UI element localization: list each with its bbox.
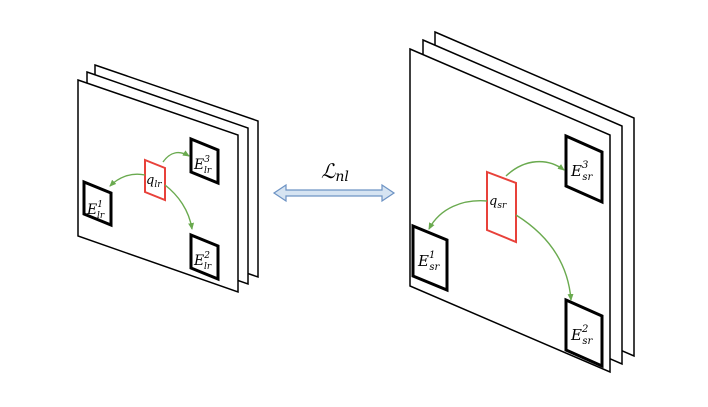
left-arrow-to-e1 [109,173,146,187]
right-query-box [486,170,517,244]
right-query-label: qsr [489,194,507,211]
right-box-e1 [411,223,449,293]
loss-label: ℒnl [321,159,349,185]
left-arrow-to-e3 [162,150,190,163]
left-query-box [144,158,166,202]
right-frame-front [409,47,611,374]
left-box-e1 [82,179,113,228]
right-box-e2 [564,297,604,369]
left-arrow-to-e2 [164,184,195,230]
right-arrow-to-e2 [515,214,574,301]
right-arrow-to-e3 [505,160,565,177]
left-query-label: qlr [146,173,162,190]
right-box-e3 [564,133,604,205]
left-box-e2 [189,232,220,282]
right-arrow-to-e1 [428,200,488,230]
loss-double-arrow: ℒnl [272,159,396,203]
left-box-e3 [189,136,220,186]
double-arrow-shape [272,183,396,203]
